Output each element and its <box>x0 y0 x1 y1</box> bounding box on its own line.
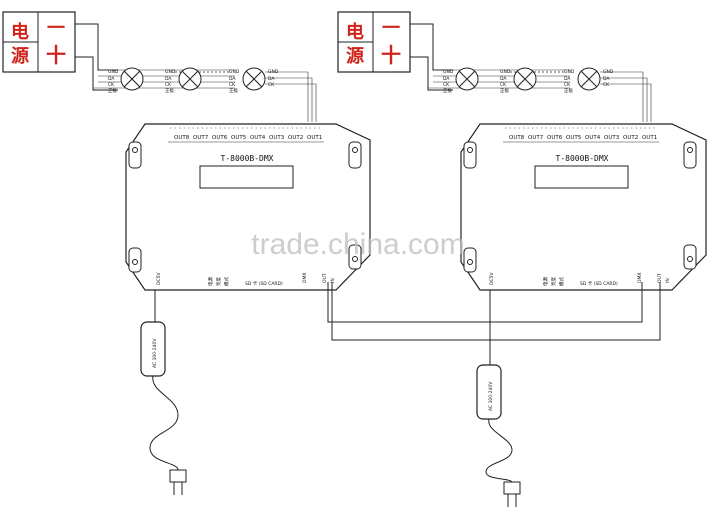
psu-minus-terminal: 一 <box>382 18 400 39</box>
lamp-to-controller-wires-1 <box>265 71 317 122</box>
psu-plus-terminal: 十 <box>381 43 401 67</box>
controller-2-model: T-8000B-DMX <box>556 154 609 163</box>
port-out8: OUT8 <box>509 135 525 141</box>
lamp-1b-ck-label: CK <box>165 82 172 88</box>
controller-2-button-1: 电源 <box>542 277 549 286</box>
lamp-2c-ck-label: CK <box>564 82 571 88</box>
lamp-2c-da-label: DA <box>564 76 571 82</box>
psu-char-top: 电 <box>346 21 364 43</box>
controller-2-out-ports: OUT8 OUT7 OUT6 OUT5 OUT4 OUT3 OUT2 OUT1 <box>509 135 657 141</box>
adapter-2-label: AC 100-240V <box>488 381 494 411</box>
port-out6: OUT6 <box>547 135 563 141</box>
lamp-1c-gnd-label: GND <box>229 69 240 75</box>
controller-2-button-2: 亮度 <box>550 277 557 286</box>
controller-1-out-ports: OUT8 OUT7 OUT6 OUT5 OUT4 OUT3 OUT2 OUT1 <box>174 135 322 141</box>
port-out5: OUT5 <box>566 135 582 141</box>
port-out7: OUT7 <box>193 135 209 141</box>
port-out5: OUT5 <box>231 135 247 141</box>
power-supply-2: 电 源 一 十 <box>337 11 411 73</box>
lamp-1b-da-label: DA <box>165 76 172 82</box>
port-out4: OUT4 <box>250 135 266 141</box>
lamp-2a-ck-label: CK <box>443 82 450 88</box>
adapter-1-label: AC 100-240V <box>152 338 158 368</box>
lamp-1a-da-label: DA <box>108 76 115 82</box>
controller-2-dmx-in-label: IN <box>665 278 671 283</box>
controller-2-dmx-out-label: OUT <box>657 273 663 283</box>
port-out2: OUT2 <box>288 135 303 141</box>
controller-1-dmx-out-label: OUT <box>322 273 328 283</box>
lamp-2c-out-da-label: DA <box>603 76 610 82</box>
port-out6: OUT6 <box>212 135 228 141</box>
lamp-2b-pos-label: 正极 <box>500 87 509 94</box>
adapter-2: AC 100-240V <box>476 290 521 507</box>
lamp-2c-pos-label: 正极 <box>564 87 573 94</box>
lamp-bus-1 <box>93 69 235 89</box>
controller-2-dmx-label: DMX <box>637 273 643 283</box>
lamp-to-controller-wires-2 <box>600 71 652 122</box>
adapter-1: AC 100-240V <box>140 290 187 495</box>
controller-1-dmx-in-label: IN <box>330 278 336 283</box>
controller-1-dmx-label: DMX <box>302 273 308 283</box>
controller-2-sd-label: SD 卡 (SD CARD) <box>580 280 618 287</box>
controller-2-button-3: 模式 <box>558 277 565 286</box>
psu-char-bottom: 源 <box>11 45 29 67</box>
system-2: 电 源 一 十 GND DA CK 正极 GND D <box>337 11 707 507</box>
psu-plus-terminal: 十 <box>46 43 66 67</box>
lamp-1c-out-ck-label: CK <box>268 82 275 88</box>
lamp-1b: GND DA CK 正极 <box>165 67 202 94</box>
controller-1-button-1: 电源 <box>207 277 214 286</box>
lamp-2a-gnd-label: GND <box>443 69 454 75</box>
lamp-1c-da-label: DA <box>229 76 236 82</box>
psu-char-top: 电 <box>11 21 29 43</box>
port-out3: OUT3 <box>604 135 620 141</box>
port-out7: OUT7 <box>528 135 544 141</box>
lamp-1c-out-da-label: DA <box>268 76 275 82</box>
lamp-1a-ck-label: CK <box>108 82 115 88</box>
controller-1-sd-label: SD 卡 (SD CARD) <box>245 280 283 287</box>
port-out1: OUT1 <box>642 135 657 141</box>
lamp-2a-pos-label: 正极 <box>443 87 452 94</box>
lamp-1b-gnd-label: GND <box>165 69 176 75</box>
controller-2-dc5v-label: DC5V <box>489 272 495 285</box>
lamp-2c-out-ck-label: CK <box>603 82 610 88</box>
watermark: trade.china.com <box>251 228 464 261</box>
lamp-1a-pos-label: 正极 <box>108 87 117 94</box>
psu-char-bottom: 源 <box>346 45 364 67</box>
lamp-2a-da-label: DA <box>443 76 450 82</box>
lamp-2a: GND DA CK 正极 <box>443 67 479 94</box>
system-1: 电 源 一 十 GND DA CK 正极 <box>2 11 371 495</box>
lamp-1c-pos-label: 正极 <box>229 87 238 94</box>
controller-2: OUT8 OUT7 OUT6 OUT5 OUT4 OUT3 OUT2 OUT1 … <box>460 123 707 291</box>
lamp-1c-ck-label: CK <box>229 82 236 88</box>
lamp-2b-gnd-label: GND <box>500 69 511 75</box>
port-out2: OUT2 <box>623 135 638 141</box>
controller-1-display <box>199 165 294 189</box>
controller-1-button-2: 亮度 <box>215 277 222 286</box>
controller-1-button-3: 模式 <box>223 277 230 286</box>
port-out4: OUT4 <box>585 135 601 141</box>
lamp-1a-gnd-label: GND <box>108 69 119 75</box>
dmx-link-cables <box>327 282 661 341</box>
port-out1: OUT1 <box>307 135 322 141</box>
power-supply-1: 电 源 一 十 <box>2 11 76 73</box>
lamp-2c-gnd-label: GND <box>564 69 575 75</box>
controller-1: OUT8 OUT7 OUT6 OUT5 OUT4 OUT3 OUT2 OUT1 … <box>125 123 371 291</box>
lamp-1b-pos-label: 正极 <box>165 87 174 94</box>
controller-2-display <box>534 165 629 189</box>
lamp-1a: GND DA CK 正极 <box>108 67 144 94</box>
lamp-2b: GND DA CK 正极 <box>500 67 537 94</box>
controller-1-dc5v-label: DC5V <box>156 272 162 285</box>
psu-minus-terminal: 一 <box>47 18 65 39</box>
lamp-2b-da-label: DA <box>500 76 507 82</box>
port-out3: OUT3 <box>269 135 285 141</box>
port-out8: OUT8 <box>174 135 190 141</box>
controller-1-model: T-8000B-DMX <box>221 154 274 163</box>
lamp-2b-ck-label: CK <box>500 82 507 88</box>
